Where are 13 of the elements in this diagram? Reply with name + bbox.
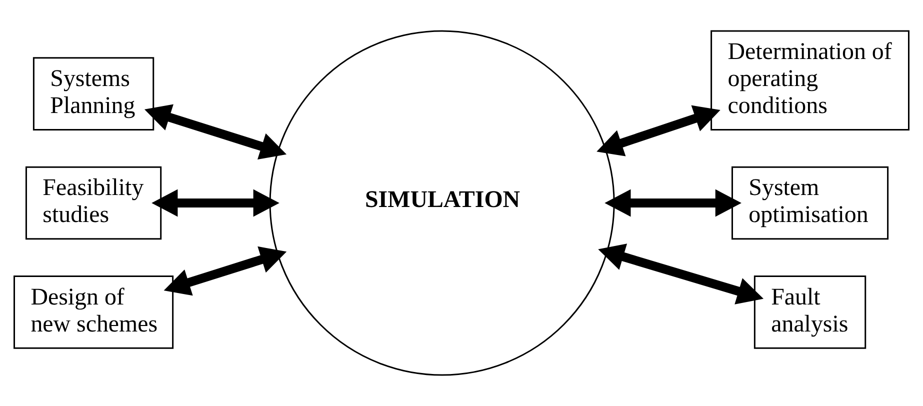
- arrow: [596, 105, 720, 156]
- arrow: [598, 244, 764, 304]
- arrow: [152, 189, 280, 217]
- node-box: Systems Planning: [32, 57, 154, 130]
- arrow: [164, 246, 287, 296]
- node-circle: SIMULATION: [269, 30, 615, 376]
- arrow: [144, 104, 287, 160]
- arrow: [604, 189, 742, 217]
- node-box: Fault analysis: [754, 276, 866, 349]
- node-box: System optimisation: [732, 166, 889, 240]
- node-box: Feasibility studies: [25, 166, 162, 240]
- node-box: Design of new schemes: [14, 276, 174, 349]
- node-box: Determination of operating conditions: [710, 30, 910, 130]
